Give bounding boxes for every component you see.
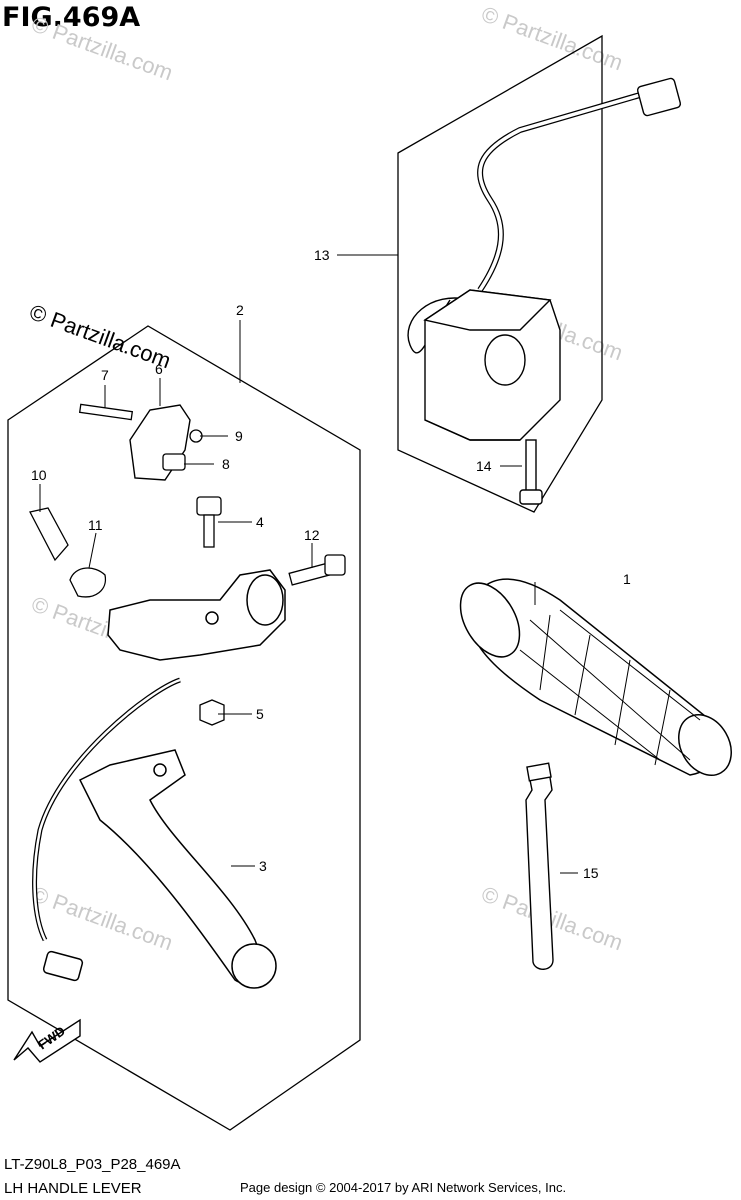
callout-12: 12 <box>304 527 320 543</box>
grip-part <box>459 578 732 776</box>
watermark: © Partzilla.com <box>28 11 176 85</box>
callout-6: 6 <box>155 361 163 377</box>
callout-11: 11 <box>88 517 103 533</box>
spring-washer-parts <box>162 429 203 471</box>
callout-14: 14 <box>476 458 492 474</box>
watermark: © Partzilla.com <box>28 881 176 955</box>
callout-15: 15 <box>583 865 599 881</box>
lever-assembly-box <box>7 325 361 1131</box>
lever-part <box>32 677 277 989</box>
clamp-band-part <box>525 762 554 970</box>
section-name: LH HANDLE LEVER <box>4 1180 142 1197</box>
leader-lines <box>39 254 578 874</box>
callouts: 1 2 3 4 5 6 7 8 9 10 11 12 13 14 15 <box>31 247 631 881</box>
figure-title: FIG.469A <box>2 2 141 33</box>
callout-9: 9 <box>235 428 243 444</box>
lever-bracket-part <box>107 569 286 661</box>
callout-3: 3 <box>259 858 267 874</box>
watermark: © Partzilla.com <box>26 299 174 373</box>
bolt-nut-parts <box>196 496 346 726</box>
callout-8: 8 <box>222 456 230 472</box>
callout-13: 13 <box>314 247 330 263</box>
callout-4: 4 <box>256 514 264 530</box>
copyright-text: Page design © 2004-2017 by ARI Network S… <box>240 1180 567 1195</box>
callout-1: 1 <box>623 571 631 587</box>
adjuster-nut-parts <box>29 507 107 598</box>
callout-7: 7 <box>101 367 109 383</box>
screw-7-part <box>78 403 134 421</box>
switch-assembly-box <box>397 34 603 513</box>
diagram-code: LT-Z90L8_P03_P28_469A <box>4 1156 181 1173</box>
handlebar-switch-part <box>407 77 682 441</box>
callout-10: 10 <box>31 467 47 483</box>
callout-2: 2 <box>236 302 244 318</box>
callout-5: 5 <box>256 706 264 722</box>
screw-part <box>519 439 543 505</box>
fwd-arrow-icon: FWD <box>13 1018 81 1063</box>
